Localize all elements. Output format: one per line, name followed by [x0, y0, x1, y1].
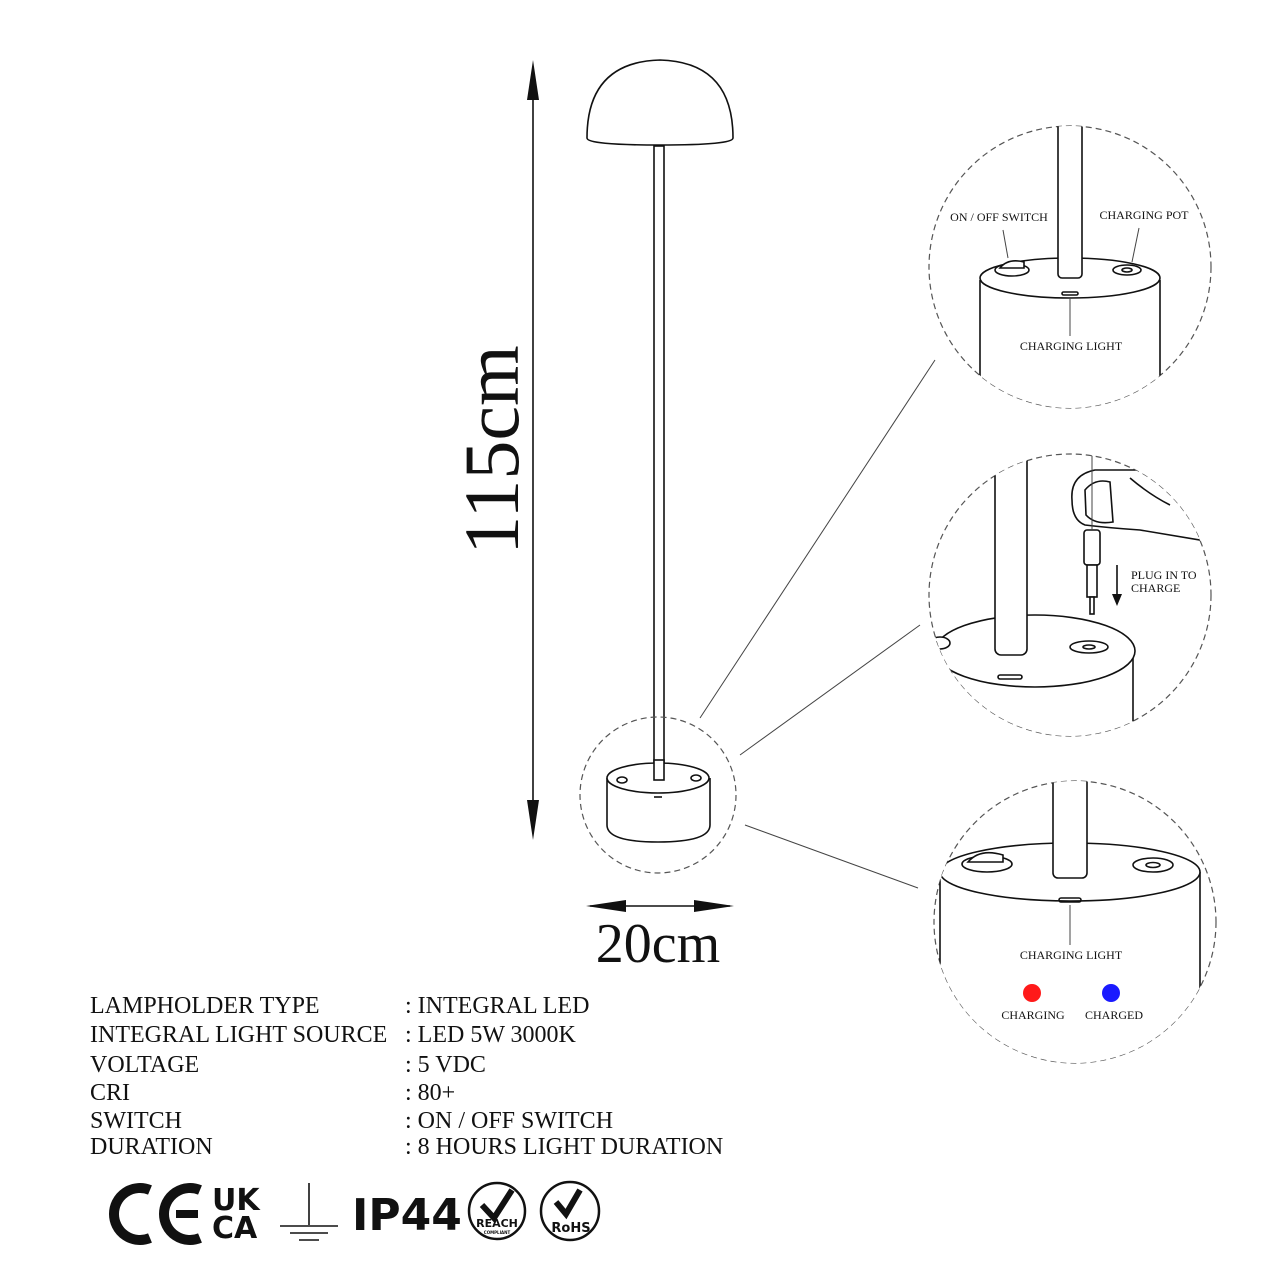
rohs-mark-icon: RoHS	[539, 1180, 601, 1242]
lamp-base	[606, 759, 711, 843]
detail-connectors	[699, 359, 936, 889]
width-dimension: 20cm	[586, 900, 734, 975]
ground-symbol-icon	[280, 1183, 338, 1241]
rohs-text: RoHS	[551, 1221, 590, 1236]
certification-marks: UK CA IP44 REACH COMPLIANT RoHS	[109, 1180, 601, 1246]
specifications: LAMPHOLDER TYPE : INTEGRAL LED INTEGRAL …	[90, 993, 723, 1160]
detail-plug-in: PLUG IN TO CHARGE	[928, 453, 1212, 737]
lamp-drawing	[579, 59, 737, 874]
spec-label: CRI	[90, 1080, 130, 1106]
spec-value: : LED 5W 3000K	[405, 1022, 577, 1048]
reach-mark-icon: REACH COMPLIANT	[467, 1181, 527, 1241]
base-detail-circle	[579, 716, 737, 874]
plug-label-line1: PLUG IN TO	[1131, 568, 1197, 582]
height-dimension: 115cm	[448, 60, 539, 840]
spec-label: DURATION	[90, 1134, 213, 1160]
ip-rating: IP44	[352, 1190, 462, 1241]
spec-label: SWITCH	[90, 1108, 182, 1134]
reach-text: REACH	[476, 1217, 518, 1230]
hand-with-plug-icon	[1071, 455, 1201, 615]
charged-label: CHARGED	[1085, 1008, 1143, 1022]
spec-label: LAMPHOLDER TYPE	[90, 993, 320, 1019]
port-icon	[1069, 640, 1109, 654]
ukca-mark-top: UK	[212, 1183, 261, 1218]
spec-label: VOLTAGE	[90, 1052, 199, 1078]
spec-value: : 8 HOURS LIGHT DURATION	[405, 1134, 723, 1160]
height-label: 115cm	[448, 345, 535, 554]
charging-light-label: CHARGING LIGHT	[1020, 948, 1123, 962]
reach-subtext: COMPLIANT	[484, 1230, 511, 1235]
switch-label: ON / OFF SWITCH	[950, 210, 1048, 224]
charging-label: CHARGING	[1001, 1008, 1065, 1022]
lamp-shade	[586, 59, 734, 146]
port-label: CHARGING POT	[1099, 208, 1189, 222]
detail-switch-port: ON / OFF SWITCH CHARGING POT CHARGING LI…	[928, 125, 1212, 409]
plug-label-line2: CHARGE	[1131, 581, 1180, 595]
charging-indicator-dot	[1023, 984, 1041, 1002]
port-icon	[1132, 857, 1174, 873]
spec-value: : INTEGRAL LED	[405, 993, 589, 1019]
spec-value: : 5 VDC	[405, 1052, 486, 1078]
spec-value: : ON / OFF SWITCH	[405, 1108, 613, 1134]
detail-charging-light: CHARGING LIGHT CHARGING CHARGED	[933, 780, 1217, 1064]
width-label: 20cm	[596, 913, 720, 975]
lamp-pole	[653, 145, 665, 781]
spec-label: INTEGRAL LIGHT SOURCE	[90, 1022, 387, 1048]
ce-mark-icon	[109, 1183, 202, 1245]
charging-light-label: CHARGING LIGHT	[1020, 339, 1123, 353]
spec-value: : 80+	[405, 1080, 455, 1106]
port-icon	[1112, 264, 1142, 276]
charged-indicator-dot	[1102, 984, 1120, 1002]
ukca-mark-bottom: CA	[212, 1211, 258, 1246]
